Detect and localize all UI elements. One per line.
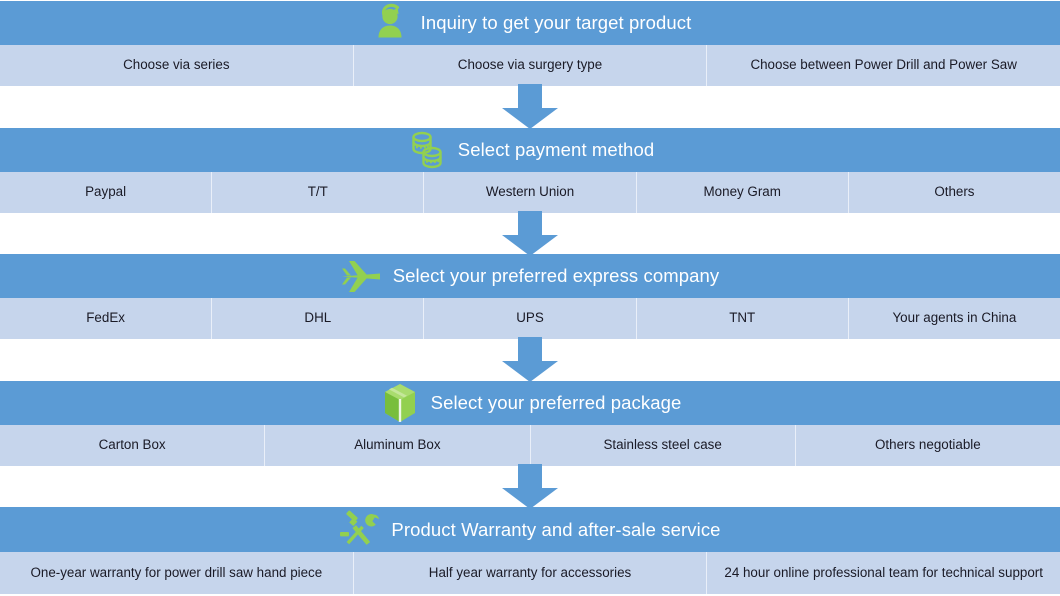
crossed-tools-icon [339, 508, 381, 552]
step-express-title: Select your preferred express company [392, 265, 720, 286]
step-inquiry-header: Inquiry to get your target product [0, 1, 1060, 45]
option-fedex[interactable]: FedEx [0, 298, 213, 339]
step-package-header: Select your preferred package [0, 381, 1060, 425]
step-package-title: Select your preferred package [430, 392, 682, 413]
step-package: Select your preferred package Carton Box… [0, 381, 1060, 466]
down-arrow-1-icon [499, 84, 561, 130]
option-half-year-warranty-accessories[interactable]: Half year warranty for accessories [354, 552, 708, 594]
connector-gap-4 [0, 463, 1060, 510]
step-warranty: Product Warranty and after-sale service … [0, 507, 1060, 594]
option-ups[interactable]: UPS [424, 298, 637, 339]
connector-gap-2 [0, 210, 1060, 257]
option-carton-box[interactable]: Carton Box [0, 425, 266, 466]
step-express-options: FedEx DHL UPS TNT Your agents in China [0, 298, 1060, 339]
coin-stacks-icon [406, 128, 448, 172]
option-choose-via-series[interactable]: Choose via series [0, 45, 354, 86]
down-arrow-2-icon [499, 210, 561, 257]
option-choose-power-drill-or-saw[interactable]: Choose between Power Drill and Power Saw [750, 57, 1017, 73]
step-express: Select your preferred express company Fe… [0, 254, 1060, 339]
option-money-gram[interactable]: Money Gram [637, 172, 849, 213]
option-24-hour-online-support[interactable]: 24 hour online professional team for tec… [724, 564, 1043, 580]
step-warranty-title: Product Warranty and after-sale service [391, 518, 721, 540]
step-inquiry: Inquiry to get your target product Choos… [0, 1, 1060, 86]
down-arrow-4-icon [499, 463, 561, 510]
connector-gap-1 [0, 84, 1060, 130]
option-dhl[interactable]: DHL [212, 298, 425, 339]
option-your-agents-in-china[interactable]: Your agents in China [892, 310, 1017, 326]
airplane-icon [341, 254, 383, 298]
option-one-year-warranty-hand-piece[interactable]: One-year warranty for power drill saw ha… [0, 552, 354, 594]
step-payment: Select payment method Paypal T/T Western… [0, 128, 1060, 213]
down-arrow-3-icon [499, 337, 561, 383]
connector-gap-3 [0, 337, 1060, 383]
option-tnt[interactable]: TNT [637, 298, 849, 339]
option-western-union[interactable]: Western Union [424, 172, 637, 213]
step-inquiry-options: Choose via series Choose via surgery typ… [0, 45, 1060, 86]
step-warranty-options: One-year warranty for power drill saw ha… [0, 552, 1060, 594]
step-warranty-header: Product Warranty and after-sale service [0, 507, 1060, 552]
step-package-options: Carton Box Aluminum Box Stainless steel … [0, 425, 1060, 466]
step-payment-header: Select payment method [0, 128, 1060, 172]
option-aluminum-box[interactable]: Aluminum Box [265, 425, 531, 466]
top-edge-sliver [0, 0, 1060, 1]
option-stainless-steel-case[interactable]: Stainless steel case [531, 425, 796, 466]
option-others[interactable]: Others [934, 184, 975, 200]
step-inquiry-title: Inquiry to get your target product [420, 12, 692, 33]
option-paypal[interactable]: Paypal [0, 172, 213, 213]
option-others-negotiable[interactable]: Others negotiable [875, 437, 981, 453]
option-tt[interactable]: T/T [212, 172, 425, 213]
step-payment-title: Select payment method [457, 139, 655, 160]
step-express-header: Select your preferred express company [0, 254, 1060, 298]
customer-support-person-icon [369, 1, 411, 45]
package-box-icon [379, 381, 421, 425]
option-choose-via-surgery-type[interactable]: Choose via surgery type [354, 45, 708, 86]
step-payment-options: Paypal T/T Western Union Money Gram Othe… [0, 172, 1060, 213]
